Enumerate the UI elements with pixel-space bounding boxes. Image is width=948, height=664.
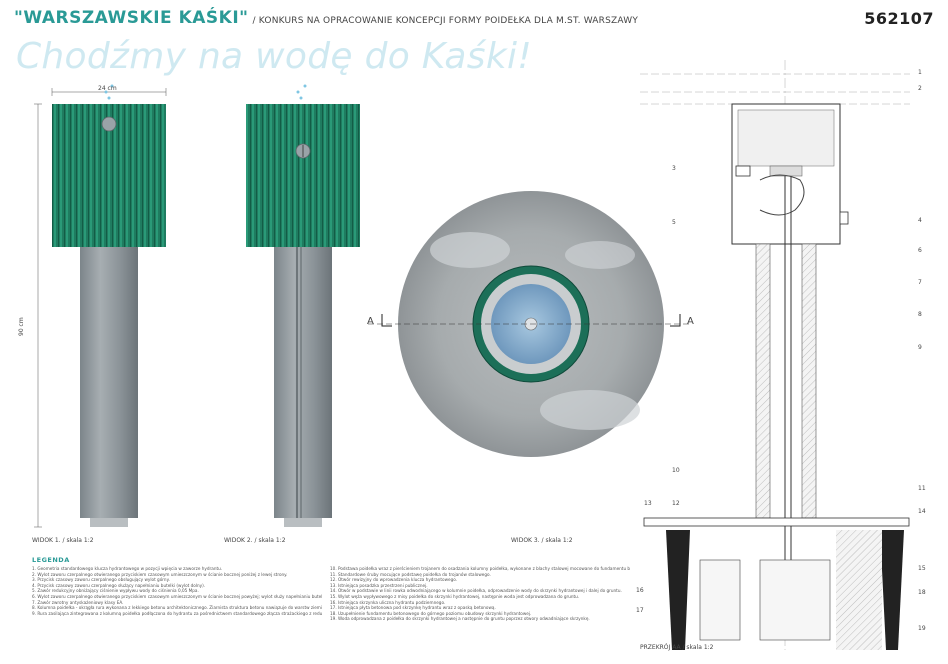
section-number: 3 [672,165,676,172]
legend-item: 11. Standardowe śruby mocujące podstawę … [330,571,491,577]
section-number: 12 [672,500,680,507]
view-2-drawing [246,84,360,527]
legend-item: 4. Przycisk czasowy zaworu czerpalnego s… [32,582,206,588]
section-number: 6 [918,247,922,254]
section-number: 15 [918,565,926,572]
section-marker-left: A [367,316,374,327]
view-3-drawing [368,191,690,457]
competition-subtitle: / KONKURS NA OPRACOWANIE KONCEPCJI FORMY… [252,16,639,26]
section-number: 1 [918,69,922,76]
legend-item: 5. Zawór redukcyjny obniżający ciśnienie… [32,588,199,594]
slogan: Chodźmy na wodę do Kaśki! [16,36,533,77]
legend-item: 17. Istniejąca płyta betonowa pod skrzyn… [330,605,496,611]
section-number: 11 [918,485,926,492]
section-aa-drawing [640,60,910,650]
legend-title: LEGENDA [32,556,70,564]
section-number: 18 [918,589,926,596]
legend-item: 7. Zawór zwrotny antyskażeniowy klasy EA… [32,599,124,605]
section-number: 16 [636,587,644,594]
view-1-label: WIDOK 1. / skala 1:2 [32,537,94,544]
legend-column-1: 1. Geometria standardowego klucza hydran… [32,566,322,616]
section-number: 14 [918,508,926,515]
entry-code: 562107 [864,9,934,28]
section-number: 13 [644,500,652,507]
height-dimension: 90 cm [18,317,25,336]
view-1-drawing [34,84,167,528]
section-number: 17 [636,607,644,614]
legend-item: 9. Rura zasilająca zintegrowana z kolumn… [32,610,322,616]
legend-item: 18. Uzupełnienie fundamentu betonowego d… [330,610,532,616]
section-number: 4 [918,217,922,224]
section-number: 5 [672,219,676,226]
legend-item: 19. Woda odprowadzana z poidełka do skrz… [330,616,590,622]
legend-item: 16. Istniejąca skrzynka uliczna hydrantu… [330,599,446,605]
legend-column-2: 10. Podstawa poidełka wraz z pierścienie… [330,566,630,622]
legend-item: 12. Otwór rewizyjny do wprowadzenia kluc… [330,577,458,583]
legend-item: 10. Podstawa poidełka wraz z pierścienie… [330,566,630,571]
legend-item: 1. Geometria standardowego klucza hydran… [32,566,223,571]
width-dimension: 24 cm [98,85,117,92]
legend-item: 14. Otwór w podstawie w linii rowka odwo… [330,588,622,594]
legend-item: 6. Wylot zaworu czerpalnego otwieranego … [32,593,322,599]
section-number: 10 [672,467,680,474]
project-title: "WARSZAWSKIE KAŚKI" [14,8,249,28]
legend-item: 15. Wylot węża wypływowego z misy poideł… [330,593,580,599]
section-number: 8 [918,311,922,318]
view-2-label: WIDOK 2. / skala 1:2 [224,537,286,544]
section-number: 2 [918,85,922,92]
legend-item: 2. Wylot zaworu czerpalnego otwieranego … [32,571,288,577]
legend-item: 13. Istniejąca posadzka przestrzeni publ… [330,582,428,588]
section-number: 7 [918,279,922,286]
header: "WARSZAWSKIE KAŚKI" / KONKURS NA OPRACOW… [14,8,638,32]
section-number: 19 [918,625,926,632]
section-number: 9 [918,344,922,351]
view-3-label: WIDOK 3. / skala 1:2 [511,537,573,544]
legend-item: 8. Kolumna poidełka - okrągła rura wykon… [32,605,322,611]
section-marker-right: A [687,316,694,327]
section-label: PRZEKRÓJ AA / skala 1:2 [640,644,714,651]
legend-item: 3. Przycisk czasowy zaworu czerpalnego o… [32,577,170,583]
